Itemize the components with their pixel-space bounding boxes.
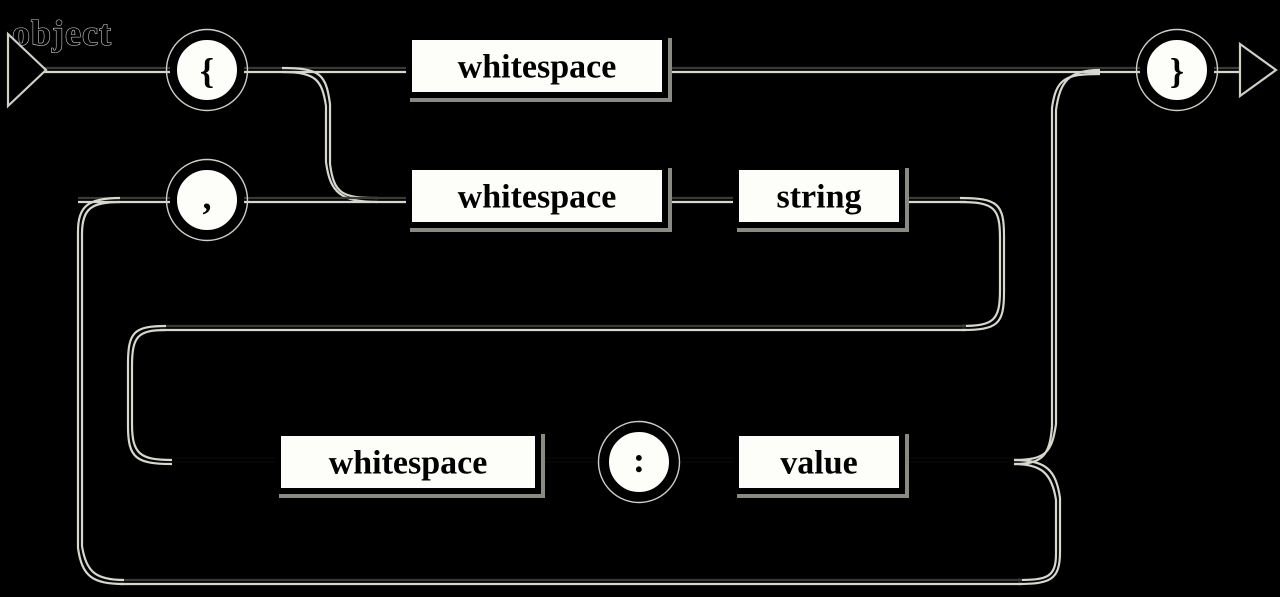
terminal-ring-icon xyxy=(602,425,676,499)
rail-string-to-colon-row xyxy=(160,196,1006,332)
terminal-halo-icon xyxy=(597,420,681,504)
node-label: whitespace xyxy=(329,445,488,482)
box-fill xyxy=(281,436,535,488)
terminal-halo-icon xyxy=(165,28,249,112)
node-label: string xyxy=(777,179,862,216)
node-label: value xyxy=(780,445,857,482)
terminal-ring-icon xyxy=(170,163,244,237)
rail-to-bottom-row xyxy=(126,324,173,466)
node-label: whitespace xyxy=(458,179,617,216)
box-fill xyxy=(412,40,662,92)
terminal-ring-icon xyxy=(170,33,244,107)
terminal-halo-icon xyxy=(165,158,249,242)
rail-top-main xyxy=(42,66,1258,74)
node-string[interactable]: string xyxy=(733,164,909,232)
rail-repeat-loop xyxy=(76,196,1062,586)
terminal-colon-label: : xyxy=(633,440,645,480)
terminal-open-brace[interactable]: { xyxy=(165,28,249,112)
box-fill xyxy=(739,436,899,488)
node-whitespace-top[interactable]: whitespace xyxy=(406,34,672,102)
terminal-close-brace-label: } xyxy=(1170,51,1184,91)
node-whitespace-middle[interactable]: whitespace xyxy=(406,164,672,232)
terminal-halo-icon xyxy=(1135,28,1219,112)
terminal-comma-label: , xyxy=(203,177,212,217)
terminal-ring-icon xyxy=(1140,33,1214,107)
box-fill xyxy=(412,170,662,222)
rail-member-exit-up xyxy=(1013,68,1101,466)
rail-bottom-row xyxy=(172,456,1020,464)
terminal-close-brace[interactable]: } xyxy=(1135,28,1219,112)
end-arrow-icon xyxy=(1238,41,1278,99)
box-fill xyxy=(739,170,899,222)
terminal-comma[interactable]: , xyxy=(165,158,249,242)
node-value[interactable]: value xyxy=(733,430,909,498)
rail-member-row xyxy=(78,196,966,204)
terminal-open-brace-label: { xyxy=(200,51,214,91)
page-title: object xyxy=(12,13,112,53)
rail-branch-to-member xyxy=(281,66,379,204)
node-whitespace-bottom[interactable]: whitespace xyxy=(275,430,545,498)
start-arrow-icon xyxy=(6,31,48,109)
node-label: whitespace xyxy=(458,49,617,86)
terminal-colon[interactable]: : xyxy=(597,420,681,504)
rail-track-group xyxy=(42,66,1258,586)
